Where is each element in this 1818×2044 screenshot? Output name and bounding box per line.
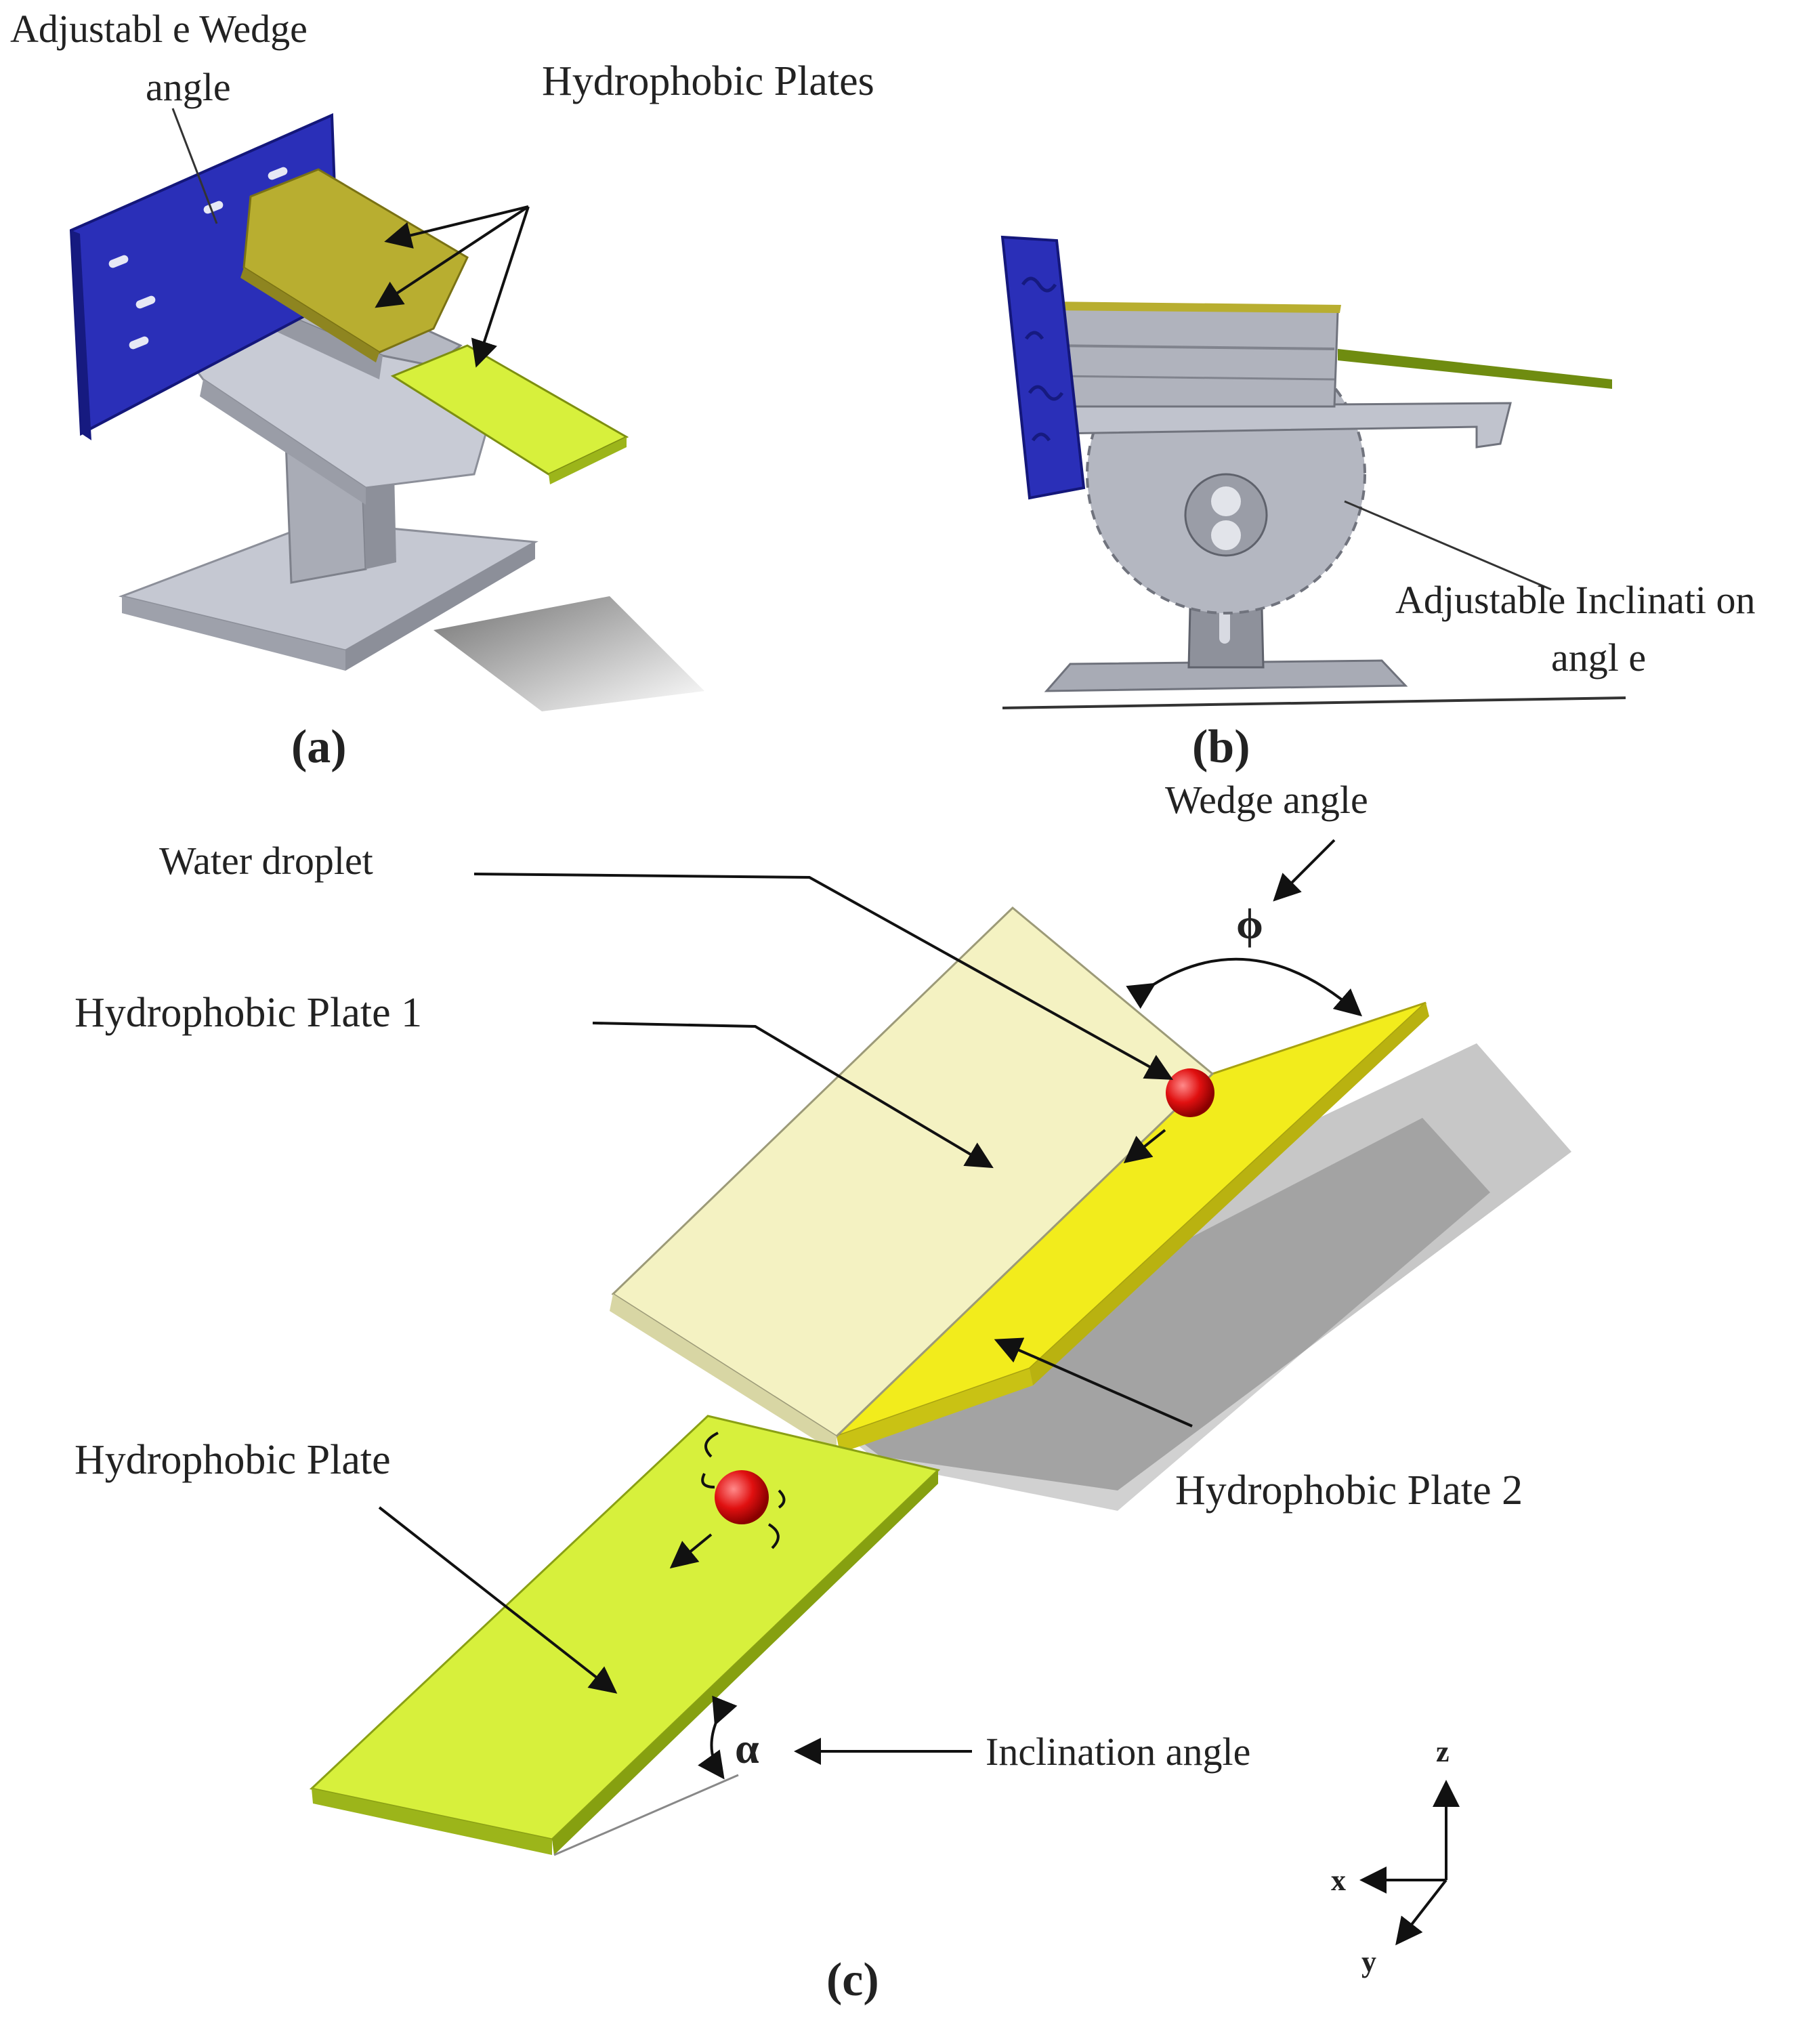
panel-label-a: (a) <box>291 721 347 773</box>
axis-label-z: z <box>1436 1735 1450 1768</box>
label-wedge-angle: Wedge angle <box>1165 778 1368 822</box>
water-droplet-lower <box>715 1470 769 1524</box>
label-adjustable-wedge-line2: angle <box>146 65 231 109</box>
arrow-wedge-angle <box>1273 839 1336 902</box>
panel-label-b: (b) <box>1192 721 1250 773</box>
label-adjustable-inclination-line2: angl e <box>1551 635 1646 680</box>
droplet-upper-direction-arrow <box>1123 1129 1166 1163</box>
label-adjustable-wedge-line1: Adjustabl e Wedge <box>10 7 308 51</box>
label-hydrophobic-plates: Hydrophobic Plates <box>542 58 874 104</box>
droplet-lower-direction-arrow <box>669 1533 713 1569</box>
arrow-hydrophobic-plates-1 <box>384 205 529 249</box>
axis-label-y: y <box>1361 1945 1376 1978</box>
arrow-hydrophobic-plates-3 <box>471 206 530 368</box>
leader-adjustable-inclination <box>1344 500 1552 591</box>
panel-label-c: (c) <box>826 1954 879 2006</box>
leader-adjustable-wedge <box>171 108 218 224</box>
panel-b-apparatus <box>1000 235 1626 709</box>
wedge-angle-arc <box>1126 957 1363 1017</box>
label-hydrophobic-plate-2: Hydrophobic Plate 2 <box>1175 1467 1523 1514</box>
apparatus-b-mount-plate <box>1000 235 1086 500</box>
inclination-baseline <box>553 1774 739 1856</box>
axis-label-x: x <box>1331 1864 1346 1897</box>
label-phi: ϕ <box>1236 900 1263 948</box>
coordinate-axes <box>1359 1780 1460 1946</box>
arrow-hydrophobic-plate <box>378 1506 618 1694</box>
label-alpha: α <box>735 1724 759 1772</box>
arrow-hydrophobic-plates-2 <box>375 205 530 308</box>
label-inclination-angle: Inclination angle <box>986 1730 1250 1774</box>
apparatus-b-channel <box>1045 307 1339 408</box>
panel-a-apparatus <box>69 112 704 711</box>
arrow-hydrophobic-plate-1 <box>592 1022 994 1169</box>
apparatus-a-shadow <box>434 596 704 711</box>
apparatus-b-base <box>1044 659 1408 692</box>
inclination-angle-arc <box>698 1695 738 1780</box>
label-water-droplet: Water droplet <box>159 839 373 883</box>
droplet-rotation-icon <box>701 1432 786 1549</box>
axis-y-line <box>1395 1879 1447 1946</box>
water-droplet-upper <box>1166 1068 1214 1117</box>
arrow-water-droplet <box>473 873 1173 1080</box>
label-hydrophobic-plate-1: Hydrophobic Plate 1 <box>75 990 422 1036</box>
apparatus-b-plate-olive <box>1047 301 1341 313</box>
panel-c-schematic <box>309 906 1571 1856</box>
label-adjustable-inclination-line1: Adjustable Inclinati on <box>1395 578 1756 622</box>
label-hydrophobic-plate: Hydrophobic Plate <box>75 1437 391 1483</box>
arrow-hydrophobic-plate-2 <box>994 1337 1193 1427</box>
apparatus-b-plate-lime <box>1338 349 1612 389</box>
